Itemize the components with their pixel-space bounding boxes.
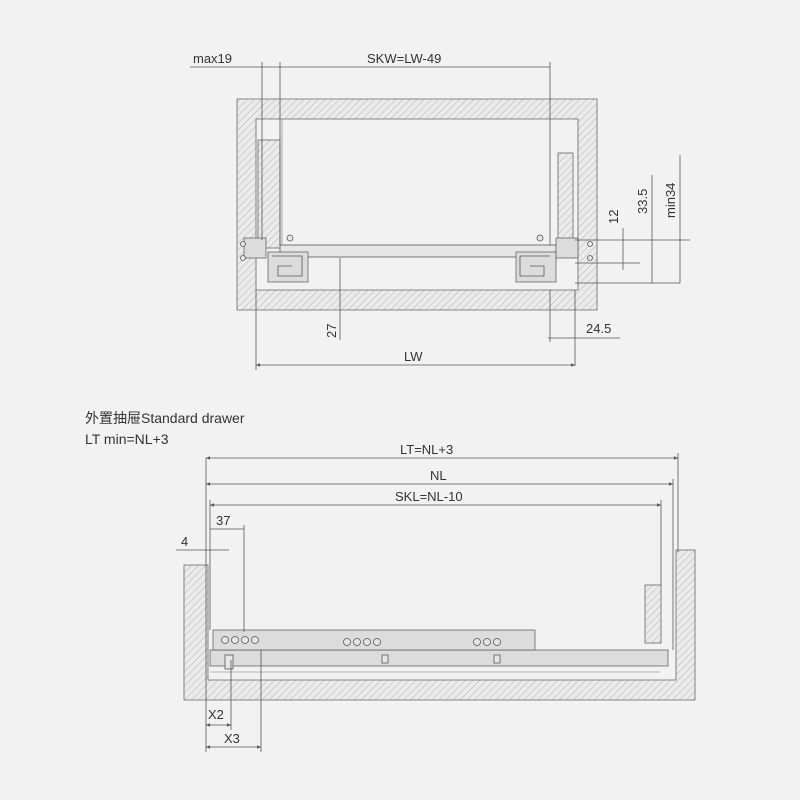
cabinet-side-wall	[183, 549, 696, 701]
slide-profile-right	[515, 234, 593, 283]
caption-lt-min: LT min=NL+3	[85, 431, 169, 447]
dim-nl: NL	[430, 468, 447, 483]
slide-profile-left	[240, 234, 309, 283]
top-view: max19 SKW=LW-49 12 33.5 min34 27 24.5 LW	[190, 51, 690, 370]
dim-x2: X2	[208, 707, 224, 722]
dim-24-5: 24.5	[586, 321, 611, 336]
rail-holes	[221, 636, 501, 670]
drawer-back-panel	[644, 584, 662, 644]
side-view: 外置抽屉Standard drawer LT min=NL+3	[85, 410, 696, 752]
caption-standard-drawer: 外置抽屉Standard drawer	[85, 410, 245, 426]
dim-lw: LW	[404, 349, 423, 364]
drawer-front-right	[557, 152, 574, 249]
dim-max19: max19	[193, 51, 232, 66]
drawer-side-left	[257, 139, 281, 249]
dim-min34: min34	[663, 183, 678, 218]
dim-x3: X3	[224, 731, 240, 746]
cabinet-section	[236, 98, 598, 311]
dim-lt: LT=NL+3	[400, 442, 453, 457]
dim-33-5: 33.5	[635, 189, 650, 214]
slide-rail-lower	[209, 649, 669, 667]
dim-4: 4	[181, 534, 188, 549]
dim-skl: SKL=NL-10	[395, 489, 463, 504]
dim-12: 12	[606, 210, 621, 224]
dim-37: 37	[216, 513, 230, 528]
dim-skw: SKW=LW-49	[367, 51, 441, 66]
dim-27: 27	[324, 324, 339, 338]
